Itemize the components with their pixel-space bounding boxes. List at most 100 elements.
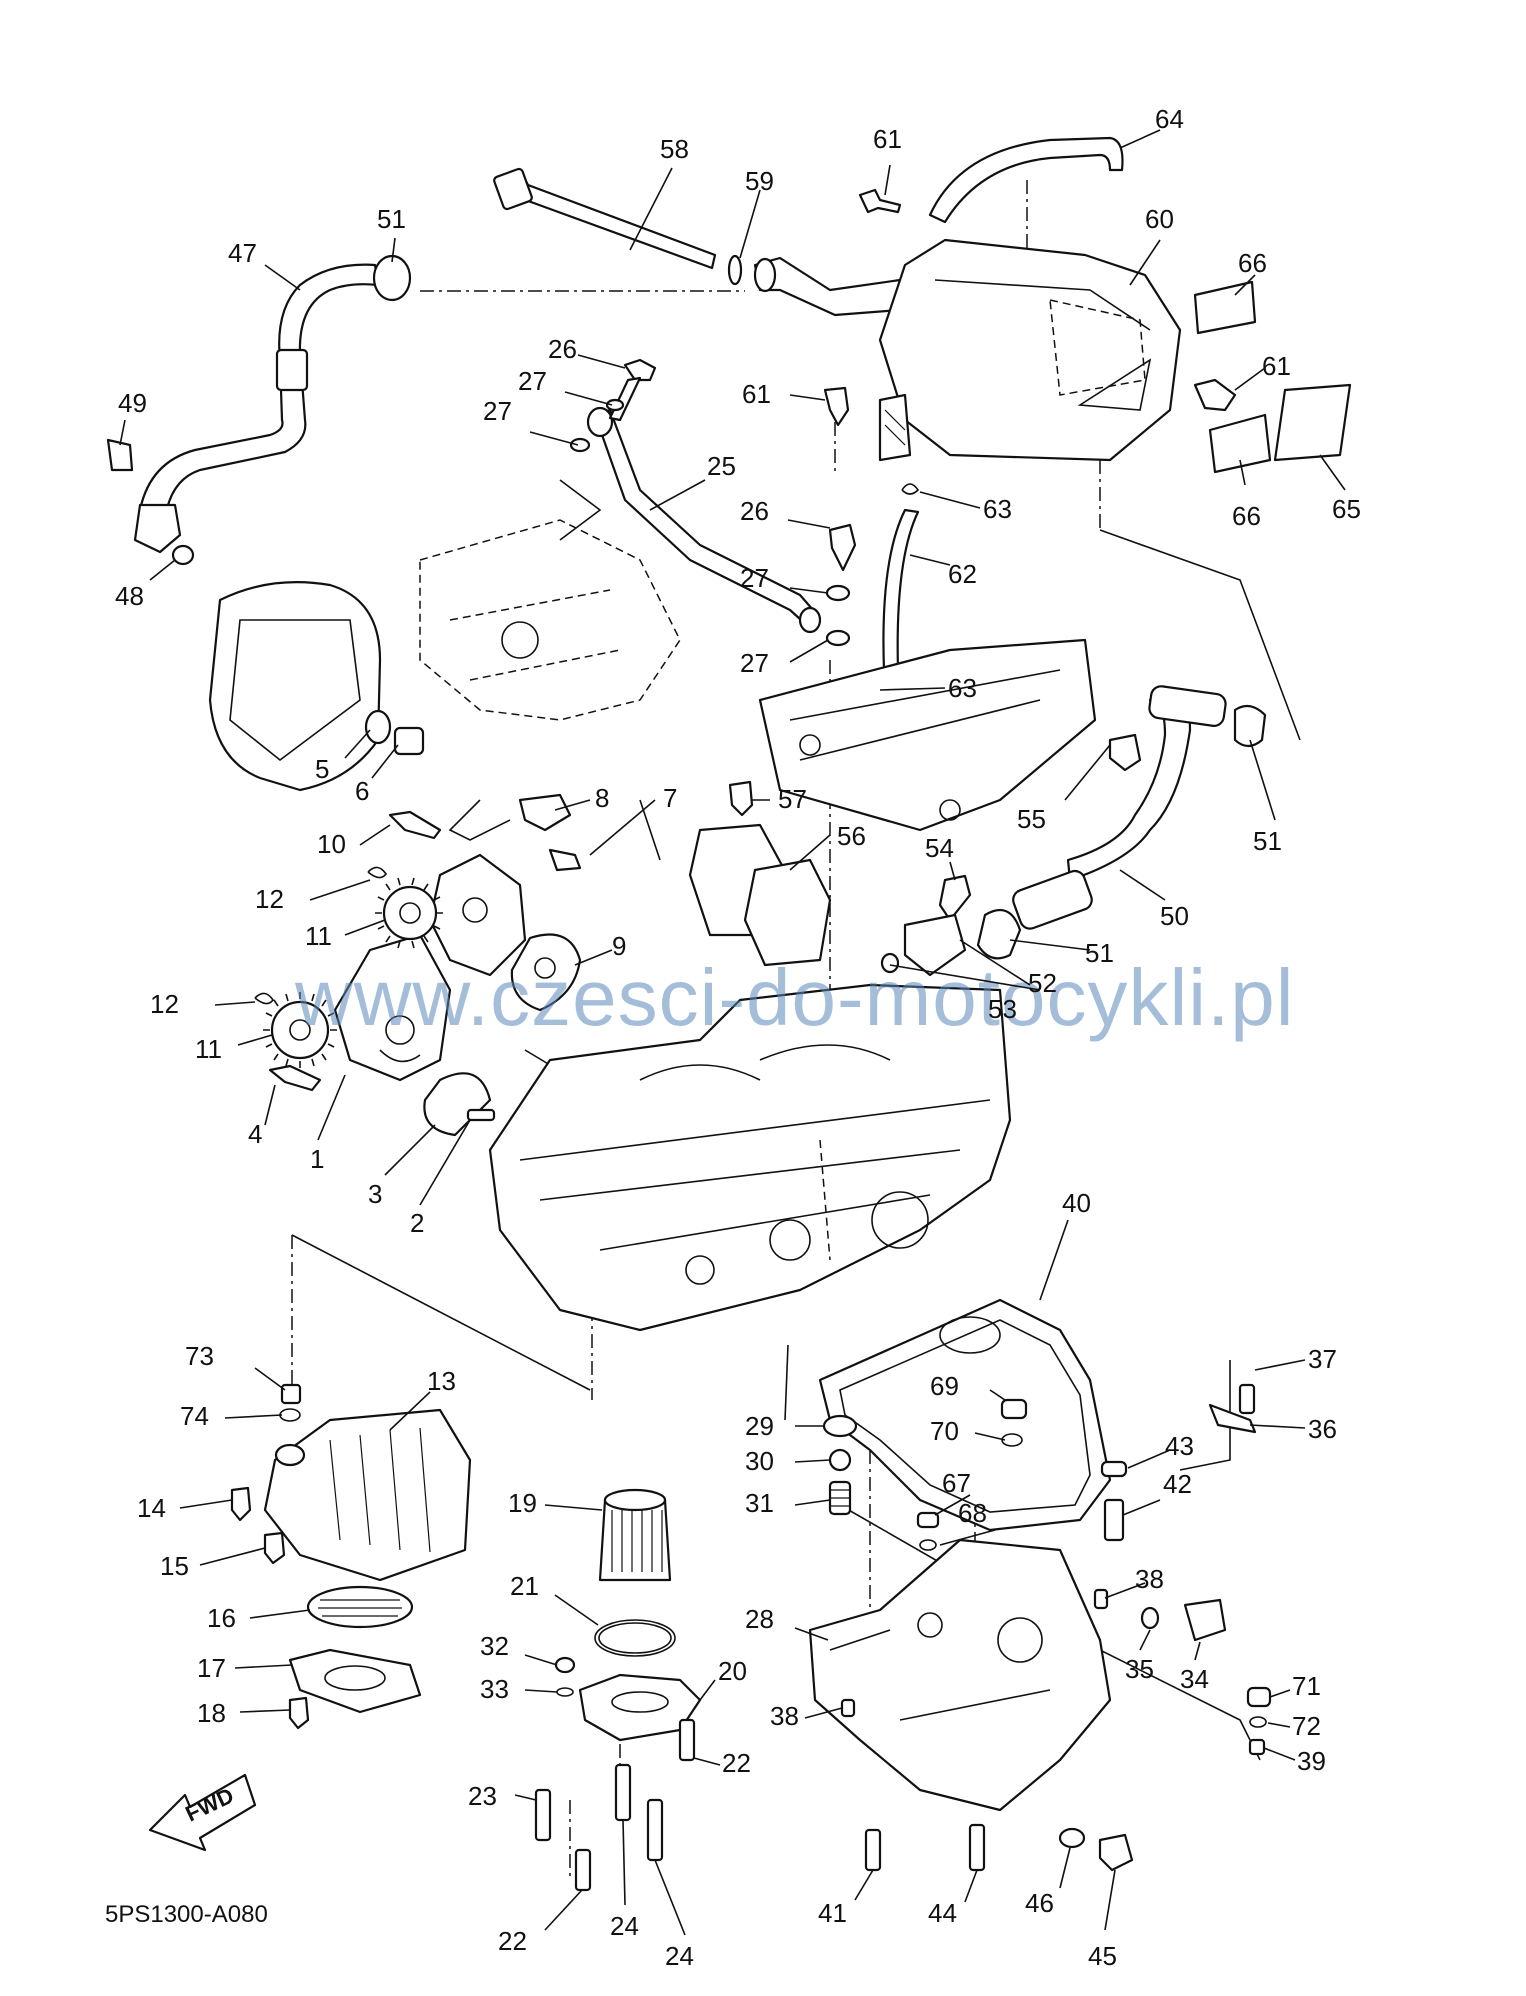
callout-50: 50 — [1160, 901, 1189, 931]
callout-12: 12 — [255, 884, 284, 914]
callout-8: 8 — [595, 783, 609, 813]
callout-26: 26 — [548, 334, 577, 364]
callout-57: 57 — [778, 784, 807, 814]
callout-17: 17 — [197, 1653, 226, 1683]
callout-43: 43 — [1165, 1431, 1194, 1461]
callout-33: 33 — [480, 1674, 509, 1704]
callout-59: 59 — [745, 166, 774, 196]
callout-32: 32 — [480, 1631, 509, 1661]
callout-60: 60 — [1145, 204, 1174, 234]
callout-22: 22 — [498, 1926, 527, 1956]
callout-61: 61 — [742, 379, 771, 409]
callout-74: 74 — [180, 1401, 209, 1431]
callout-61: 61 — [873, 124, 902, 154]
oil-pump-group — [254, 793, 582, 1137]
callout-34: 34 — [1180, 1664, 1209, 1694]
callout-16: 16 — [207, 1603, 236, 1633]
callout-49: 49 — [118, 388, 147, 418]
leader-lines — [119, 129, 1346, 1936]
callout-1: 1 — [310, 1144, 324, 1174]
callout-66: 66 — [1232, 501, 1261, 531]
callout-62: 62 — [948, 559, 977, 589]
callout-5: 5 — [315, 754, 329, 784]
callout-31: 31 — [745, 1488, 774, 1518]
callout-22: 22 — [722, 1748, 751, 1778]
callout-38: 38 — [770, 1701, 799, 1731]
callout-58: 58 — [660, 134, 689, 164]
callout-37: 37 — [1308, 1344, 1337, 1374]
callout-72: 72 — [1292, 1711, 1321, 1741]
callout-29: 29 — [745, 1411, 774, 1441]
callout-55: 55 — [1017, 804, 1046, 834]
oil-pan — [808, 1383, 1272, 1872]
callout-27: 27 — [740, 648, 769, 678]
callout-18: 18 — [197, 1698, 226, 1728]
callout-40: 40 — [1062, 1188, 1091, 1218]
callout-26: 26 — [740, 496, 769, 526]
crankcase — [488, 983, 1012, 1332]
fwd-arrow: FWD — [148, 1773, 257, 1852]
callout-14: 14 — [137, 1493, 166, 1523]
callout-36: 36 — [1308, 1414, 1337, 1444]
callout-56: 56 — [837, 821, 866, 851]
callout-46: 46 — [1025, 1888, 1054, 1918]
callout-25: 25 — [707, 451, 736, 481]
callout-42: 42 — [1163, 1469, 1192, 1499]
callout-69: 69 — [930, 1371, 959, 1401]
callout-3: 3 — [368, 1179, 382, 1209]
callout-63: 63 — [948, 673, 977, 703]
callout-21: 21 — [510, 1571, 539, 1601]
watermark: www.czesci-do-motocykli.pl — [294, 953, 1295, 1042]
callout-66: 66 — [1238, 248, 1267, 278]
diagram-code: 5PS1300-A080 — [105, 1901, 268, 1928]
callout-10: 10 — [317, 829, 346, 859]
callout-6: 6 — [355, 776, 369, 806]
callout-38: 38 — [1135, 1564, 1164, 1594]
callout-51: 51 — [377, 204, 406, 234]
callout-61: 61 — [1262, 351, 1291, 381]
callout-27: 27 — [518, 366, 547, 396]
callout-30: 30 — [745, 1446, 774, 1476]
callout-73: 73 — [185, 1341, 214, 1371]
callout-13: 13 — [427, 1366, 456, 1396]
callout-44: 44 — [928, 1898, 957, 1928]
callout-68: 68 — [958, 1498, 987, 1528]
callout-70: 70 — [930, 1416, 959, 1446]
callout-54: 54 — [925, 833, 954, 863]
callout-52: 52 — [1028, 968, 1057, 998]
callout-numbers: 58 59 61 64 60 66 61 61 66 65 63 62 63 5… — [115, 104, 1361, 1971]
gasket — [818, 1298, 1112, 1532]
callout-35: 35 — [1125, 1654, 1154, 1684]
callout-19: 19 — [508, 1488, 537, 1518]
callout-15: 15 — [160, 1551, 189, 1581]
oil-strainer — [230, 1383, 472, 1730]
oil-filter — [534, 1488, 702, 1892]
callout-39: 39 — [1297, 1746, 1326, 1776]
hose-and-cover-left — [106, 254, 425, 792]
callout-51: 51 — [1085, 938, 1114, 968]
callout-11: 11 — [195, 1034, 222, 1064]
callout-11: 11 — [305, 921, 332, 951]
callout-27: 27 — [483, 396, 512, 426]
callout-67: 67 — [942, 1468, 971, 1498]
callout-51: 51 — [1253, 826, 1282, 856]
callout-7: 7 — [663, 783, 677, 813]
callout-45: 45 — [1088, 1941, 1117, 1971]
callout-64: 64 — [1155, 104, 1184, 134]
callout-48: 48 — [115, 581, 144, 611]
callout-71: 71 — [1292, 1671, 1321, 1701]
callout-2: 2 — [410, 1208, 424, 1238]
callout-20: 20 — [718, 1656, 747, 1686]
callout-41: 41 — [818, 1898, 847, 1928]
callout-63: 63 — [983, 494, 1012, 524]
callout-9: 9 — [612, 931, 626, 961]
oil-tank-assembly — [493, 136, 1352, 695]
callout-28: 28 — [745, 1604, 774, 1634]
callout-24: 24 — [665, 1941, 694, 1971]
callout-53: 53 — [988, 994, 1017, 1024]
callout-23: 23 — [468, 1781, 497, 1811]
head-cover-and-hose — [688, 638, 1267, 977]
callout-27: 27 — [740, 563, 769, 593]
callout-65: 65 — [1332, 494, 1361, 524]
